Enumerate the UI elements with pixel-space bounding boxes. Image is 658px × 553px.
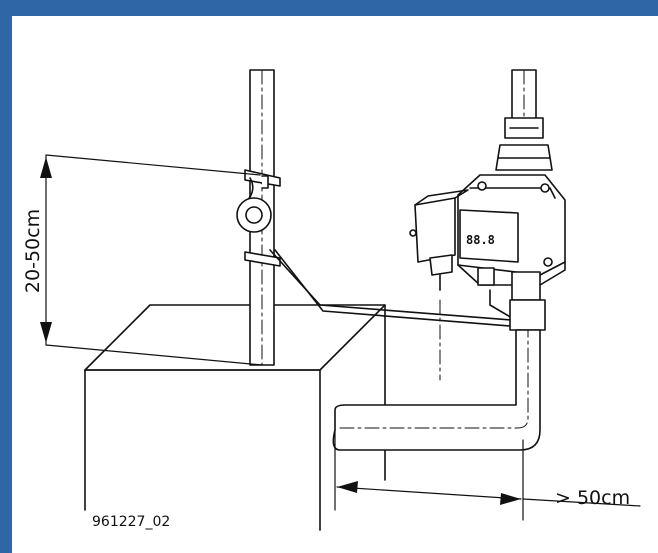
right-pipe-bottom [332, 299, 546, 451]
clamp-sensor [236, 169, 281, 267]
vertical-dimension [40, 154, 263, 366]
device-display: 88.8 [466, 233, 495, 247]
horizontal-distance-label: > 50cm [555, 487, 631, 509]
horizontal-dimension [334, 429, 641, 521]
figure-code: 961227_02 [92, 514, 171, 530]
meter-device [409, 174, 566, 301]
vertical-distance-label: 20-50cm [22, 208, 44, 294]
tank [84, 304, 386, 531]
right-pipe-top [495, 69, 553, 171]
